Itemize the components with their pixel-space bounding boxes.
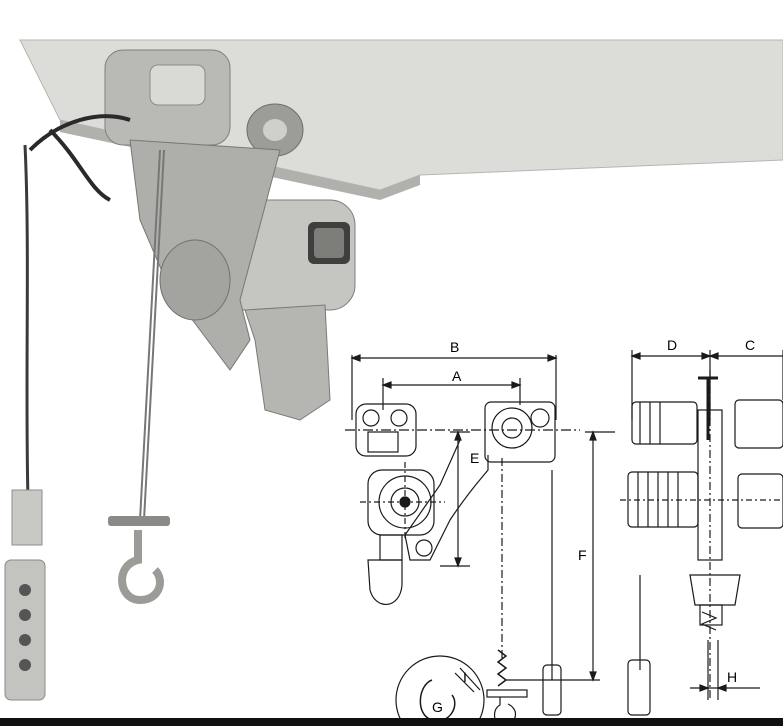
dimension-f xyxy=(505,430,615,682)
hook-front xyxy=(493,697,517,726)
chain-bucket-side xyxy=(689,574,741,606)
dim-label-f: F xyxy=(578,547,587,563)
dim-label-c: C xyxy=(745,337,755,353)
pendant-front xyxy=(542,664,562,716)
dim-label-a: A xyxy=(452,368,462,384)
dimension-a xyxy=(381,378,522,410)
dim-label-g: G xyxy=(432,699,443,715)
pendant-side xyxy=(627,659,651,716)
trolley-plate-left xyxy=(355,403,417,457)
chain-bucket xyxy=(367,559,403,605)
technical-drawing xyxy=(345,350,783,726)
trolley-motor-side xyxy=(631,401,698,445)
dim-label-i: I xyxy=(463,669,467,685)
dimension-h xyxy=(690,640,760,700)
dim-label-d: D xyxy=(667,337,677,353)
photo-pendant xyxy=(11,489,43,546)
dim-label-h: H xyxy=(727,669,737,685)
dimension-b xyxy=(350,354,558,420)
gear-box xyxy=(244,304,331,421)
bottom-rule xyxy=(0,718,783,726)
dimension-c xyxy=(708,350,783,400)
load-chain xyxy=(139,149,165,521)
hoist-photo xyxy=(4,39,783,701)
photo-hook xyxy=(118,530,164,605)
frame-arm xyxy=(404,439,489,561)
dim-label-e: E xyxy=(470,450,479,466)
hook-detail-circle xyxy=(395,655,485,726)
dimension-e xyxy=(440,430,470,568)
gearbox-plate xyxy=(484,401,556,463)
dim-label-b: B xyxy=(450,339,459,355)
